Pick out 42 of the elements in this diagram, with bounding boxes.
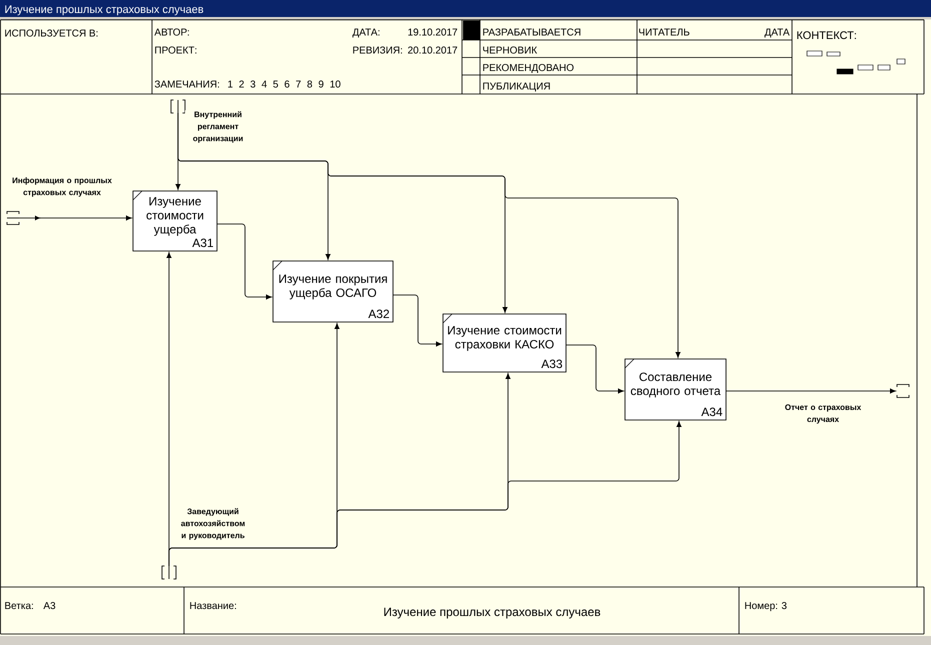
status-label: ПУБЛИКАЦИЯ bbox=[483, 82, 550, 92]
field-label: ЗАМЕЧАНИЯ: bbox=[154, 80, 219, 88]
diagram-name: Изучение прошлых страховых случаев bbox=[384, 608, 600, 618]
edge-label: Внутренний регламент организации bbox=[185, 110, 251, 144]
node-number: A31 bbox=[192, 238, 214, 248]
title-bar: Изучение прошлых страховых случаев bbox=[0, 0, 931, 17]
date-value: 20.10.2017 bbox=[408, 46, 458, 54]
edge-label: Информация о прошлых страховых случаях bbox=[5, 176, 119, 198]
status-label: РЕКОМЕНДОВАНО bbox=[483, 64, 574, 73]
field-label: РЕВИЗИЯ: bbox=[353, 46, 402, 54]
tunnel-bracket bbox=[6, 211, 20, 225]
arrow bbox=[168, 421, 682, 566]
date-value: 19.10.2017 bbox=[408, 28, 458, 36]
tunnel-bracket bbox=[170, 100, 186, 114]
field-label: Название: bbox=[190, 602, 236, 610]
arrow bbox=[392, 294, 442, 346]
node-number: A32 bbox=[368, 310, 389, 318]
arrow bbox=[566, 344, 624, 394]
column-header: ДАТА bbox=[764, 28, 790, 38]
field-label: ДАТА: bbox=[352, 28, 380, 38]
arrow bbox=[178, 112, 680, 358]
field-label: АВТОР: bbox=[154, 28, 189, 36]
column-header: ЧИТАТЕЛЬ bbox=[639, 28, 690, 36]
context-label: КОНТЕКСТ: bbox=[797, 31, 856, 40]
note-numbers: 1 2 3 4 5 6 7 8 9 10 bbox=[228, 80, 340, 88]
field-value: 3 bbox=[782, 602, 787, 610]
field-label: ПРОЕКТ: bbox=[155, 46, 196, 54]
field-value: A3 bbox=[43, 602, 56, 610]
field-label: Номер: bbox=[745, 602, 778, 612]
arrow bbox=[18, 216, 132, 220]
tunnel-bracket bbox=[162, 566, 176, 580]
field-label: ИСПОЛЬЗУЕТСЯ В: bbox=[5, 30, 98, 37]
arrow bbox=[216, 224, 272, 300]
field-label: Ветка: bbox=[5, 602, 33, 610]
status-label: РАЗРАБАТЫВАЕТСЯ bbox=[483, 28, 580, 36]
edge-label: Заведующий автохозяйством и руководитель bbox=[177, 507, 249, 541]
arrow bbox=[726, 388, 896, 394]
node-number: A33 bbox=[541, 360, 562, 368]
tunnel-bracket bbox=[896, 384, 910, 398]
status-label: ЧЕРНОВИК bbox=[483, 46, 538, 54]
node-number: A34 bbox=[701, 408, 722, 416]
edge-label: Отчет о страховых случаях bbox=[776, 403, 870, 425]
